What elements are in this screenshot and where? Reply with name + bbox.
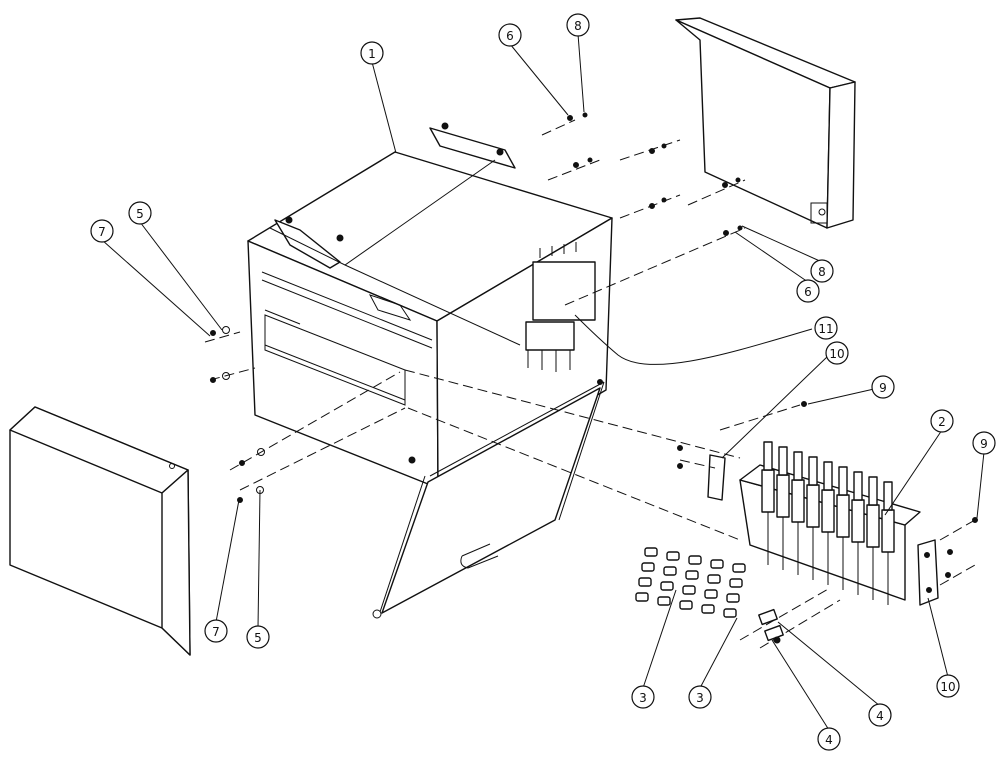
fitting [635, 592, 649, 602]
fitting [710, 559, 724, 569]
callout-label: 3 [696, 691, 704, 705]
callout-balloon-10: 10 [936, 674, 960, 698]
valve-spool [821, 489, 835, 533]
callout-label: 6 [506, 29, 514, 43]
valve-actuator [838, 466, 848, 496]
callout-balloon-9: 9 [871, 375, 895, 399]
valve-actuator [763, 441, 773, 471]
fitting [638, 577, 652, 587]
valve-spool [881, 509, 895, 553]
fitting-pair [758, 608, 784, 644]
callout-balloon-3: 3 [631, 685, 655, 709]
callout-label: 9 [879, 381, 887, 395]
callout-label: 11 [818, 322, 833, 336]
fitting [732, 563, 746, 573]
valve-actuator [853, 471, 863, 501]
left-cover-panel [9, 406, 191, 656]
fitting [682, 585, 696, 595]
valve-actuator [823, 461, 833, 491]
callout-label: 7 [212, 625, 220, 639]
callout-label: 6 [804, 285, 812, 299]
callout-balloon-8: 8 [810, 259, 834, 283]
callout-balloon-10: 10 [825, 341, 849, 365]
leader-lines [101, 33, 985, 731]
callout-balloon-4: 4 [817, 727, 841, 751]
fitting [723, 608, 737, 618]
callout-label: 5 [254, 631, 262, 645]
valve-actuator [793, 451, 803, 481]
fitting [660, 581, 674, 591]
fitting [688, 555, 702, 565]
callout-label: 7 [98, 225, 106, 239]
fitting [726, 593, 740, 603]
valve-spool [806, 484, 820, 528]
fitting [704, 589, 718, 599]
callout-label: 1 [368, 47, 376, 61]
callout-balloon-11: 11 [814, 316, 838, 340]
valve-spool [761, 469, 775, 513]
valve-spool [866, 504, 880, 548]
valve-spool [851, 499, 865, 543]
valve-spool [791, 479, 805, 523]
fitting [663, 566, 677, 576]
callout-balloon-2: 2 [930, 409, 954, 433]
hardware [210, 112, 978, 578]
callout-label: 9 [980, 437, 988, 451]
fitting [685, 570, 699, 580]
callout-label: 3 [639, 691, 647, 705]
fitting [641, 562, 655, 572]
callout-balloon-7: 7 [90, 219, 114, 243]
callout-balloon-4: 4 [868, 703, 892, 727]
callout-label: 10 [829, 347, 844, 361]
callout-label: 5 [136, 207, 144, 221]
hinged-door [372, 381, 605, 619]
fitting [729, 578, 743, 588]
callout-balloon-7: 7 [204, 619, 228, 643]
main-enclosure [247, 122, 613, 489]
callout-balloon-6: 6 [498, 23, 522, 47]
top-right-cover-panel [675, 17, 856, 229]
callout-balloon-5: 5 [128, 201, 152, 225]
callout-balloon-6: 6 [796, 279, 820, 303]
callout-label: 8 [574, 19, 582, 33]
valve-bank [707, 441, 939, 606]
valve-actuator [868, 476, 878, 506]
callout-balloon-8: 8 [566, 13, 590, 37]
callout-label: 4 [825, 733, 833, 747]
valve-spool [776, 474, 790, 518]
callout-label: 4 [876, 709, 884, 723]
fitting [657, 596, 671, 606]
callout-balloon-1: 1 [360, 41, 384, 65]
callout-balloons: 1 2 3 3 4 4 5 5 6 6 7 7 8 8 9 9 10 10 11 [90, 13, 996, 751]
fittings-group [635, 547, 746, 618]
callout-label: 8 [818, 265, 826, 279]
callout-balloon-3: 3 [688, 685, 712, 709]
fitting [644, 547, 658, 557]
callout-label: 10 [940, 680, 955, 694]
fitting [707, 574, 721, 584]
fitting [679, 600, 693, 610]
valve-spool [836, 494, 850, 538]
fitting [666, 551, 680, 561]
callout-label: 2 [938, 415, 946, 429]
callout-balloon-5: 5 [246, 625, 270, 649]
fitting [701, 604, 715, 614]
valve-actuator [808, 456, 818, 486]
valve-actuator [778, 446, 788, 476]
callout-balloon-9: 9 [972, 431, 996, 455]
